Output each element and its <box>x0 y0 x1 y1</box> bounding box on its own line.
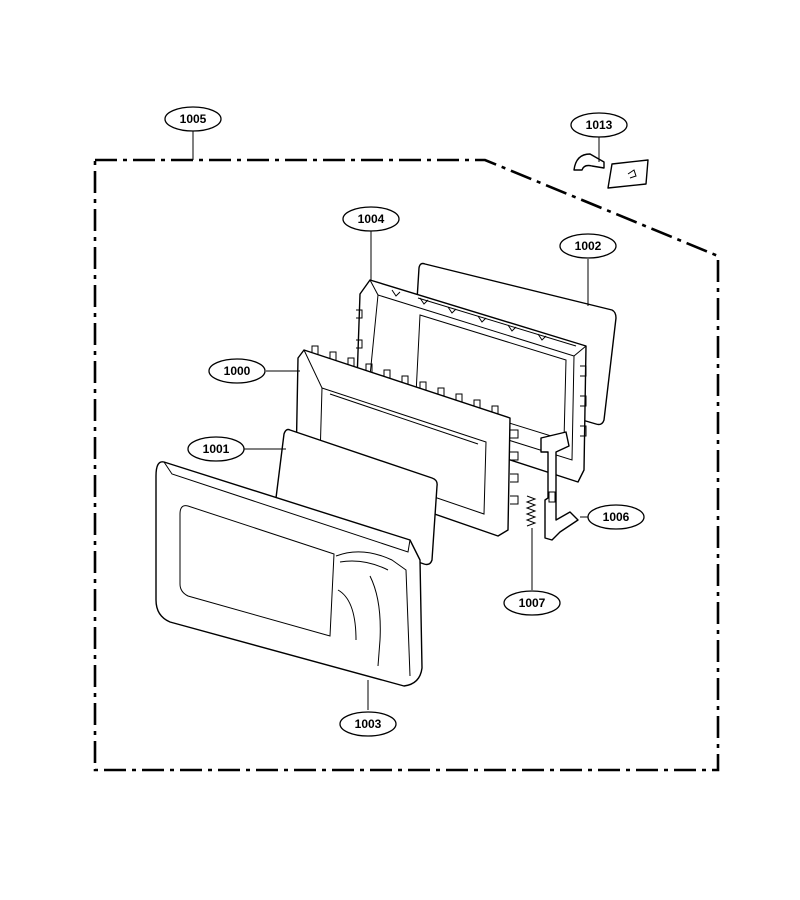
part-1001-glass-window <box>274 428 438 566</box>
callout-label-1006: 1006 <box>603 510 630 524</box>
leader-lines <box>192 131 600 710</box>
callout-1007: 1007 <box>503 590 561 616</box>
part-1003-door-frame <box>155 461 423 687</box>
callout-1003: 1003 <box>339 711 397 737</box>
part-1013-clip <box>573 153 649 189</box>
callout-1001: 1001 <box>187 436 245 462</box>
part-1007-spring <box>525 495 537 527</box>
callout-1006: 1006 <box>587 504 645 530</box>
assembly-boundary <box>93 158 720 772</box>
callout-label-1005: 1005 <box>180 112 207 126</box>
callout-1004: 1004 <box>342 206 400 232</box>
callout-1013: 1013 <box>570 112 628 138</box>
callout-label-1001: 1001 <box>203 442 230 456</box>
part-1000-door-panel <box>295 345 519 537</box>
callout-1000: 1000 <box>208 358 266 384</box>
part-1006-latch-hook <box>540 431 579 541</box>
callout-label-1004: 1004 <box>358 212 385 226</box>
callout-label-1000: 1000 <box>224 364 251 378</box>
callout-label-1007: 1007 <box>519 596 546 610</box>
callout-1002: 1002 <box>559 233 617 259</box>
callout-label-1003: 1003 <box>355 717 382 731</box>
callout-1005: 1005 <box>164 106 222 132</box>
callout-label-1013: 1013 <box>586 118 613 132</box>
callout-label-1002: 1002 <box>575 239 602 253</box>
